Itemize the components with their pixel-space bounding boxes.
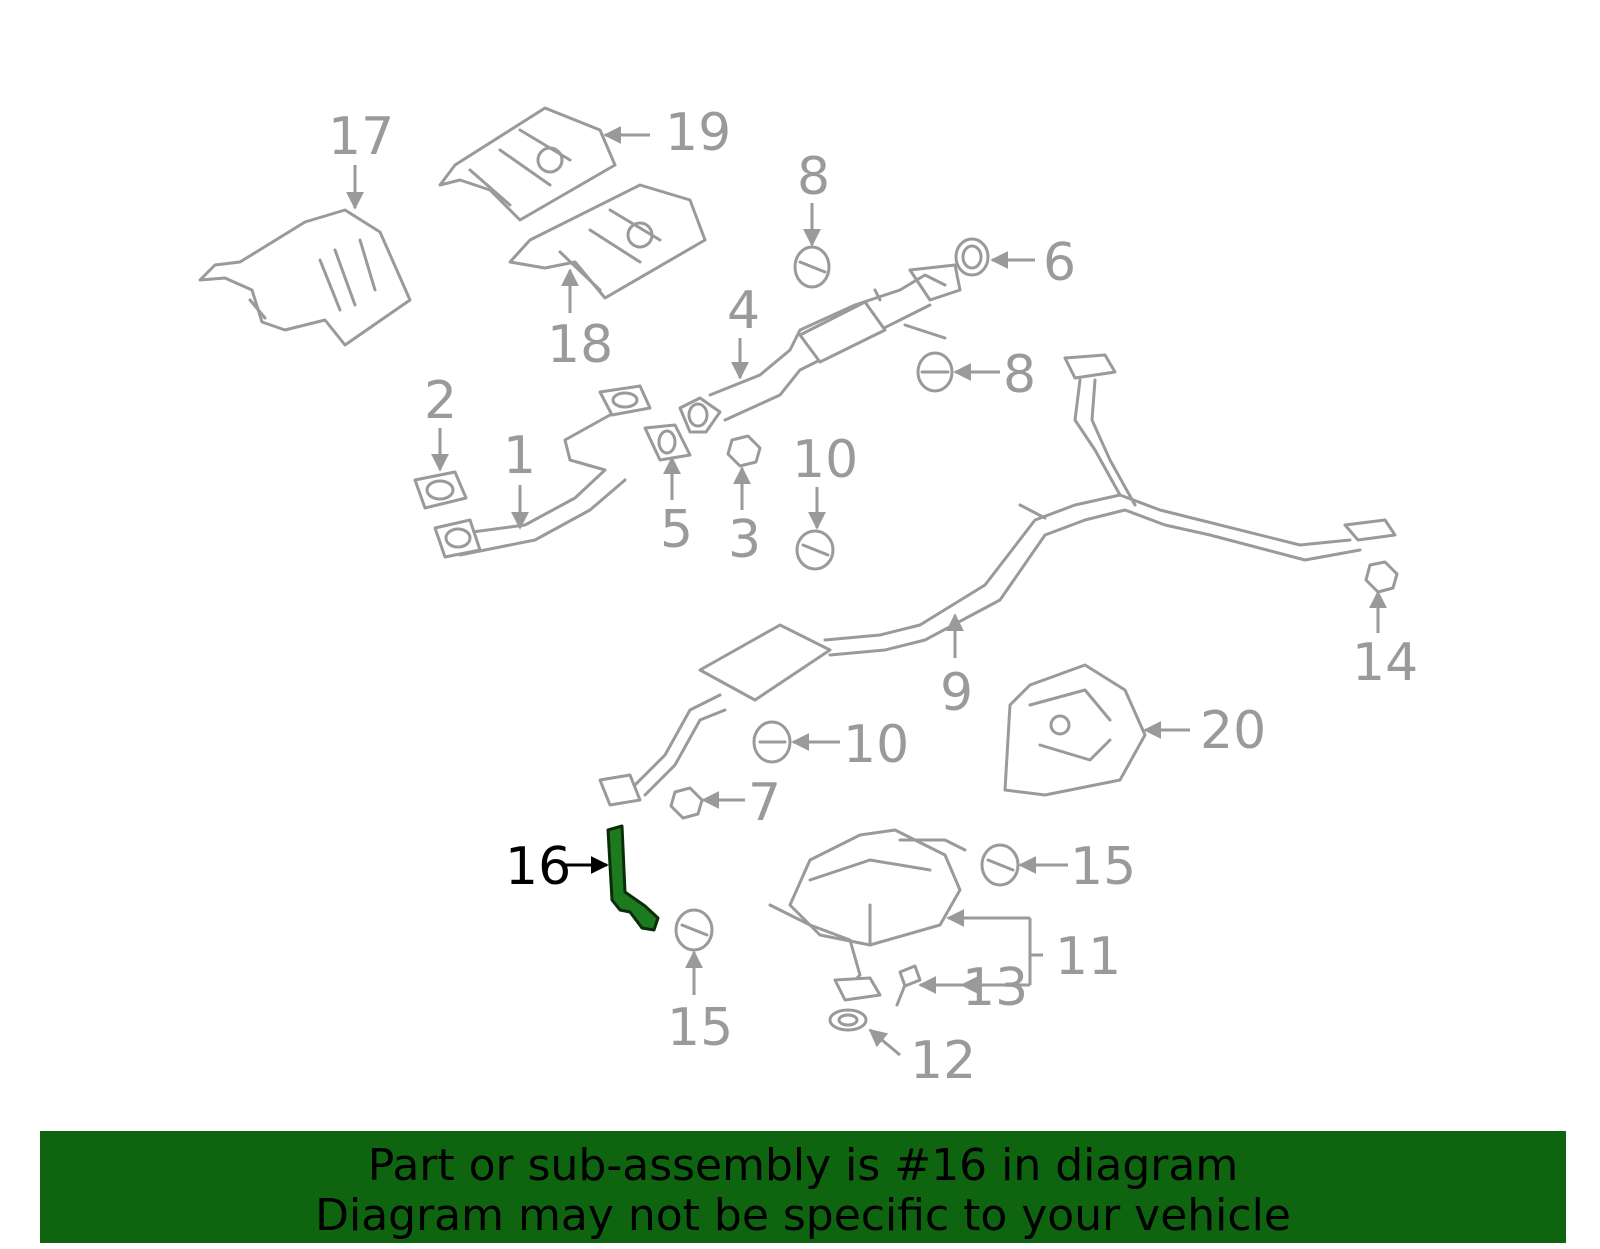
label-13: 13	[962, 958, 1028, 1018]
label-8a: 8	[797, 147, 830, 207]
label-16: 16	[505, 837, 571, 897]
hanger-10a[interactable]	[795, 529, 835, 571]
label-5: 5	[660, 500, 693, 560]
label-20: 20	[1200, 701, 1266, 761]
label-18: 18	[547, 315, 613, 375]
gasket-5[interactable]	[643, 423, 692, 462]
hanger-8a[interactable]	[793, 245, 831, 289]
label-11: 11	[1055, 927, 1121, 987]
nut-14[interactable]	[1364, 560, 1399, 594]
label-10b: 10	[843, 715, 909, 775]
hanger-10b[interactable]	[752, 720, 792, 764]
label-2: 2	[424, 371, 457, 431]
heat-shield-17[interactable]	[198, 208, 412, 347]
label-19: 19	[665, 103, 731, 163]
label-14: 14	[1352, 633, 1418, 693]
converter-pipe-4[interactable]	[678, 263, 962, 434]
label-7: 7	[748, 773, 781, 833]
label-6: 6	[1043, 233, 1076, 293]
muffler-11[interactable]	[768, 828, 967, 1002]
front-pipe-1[interactable]	[433, 384, 652, 559]
hanger-15b[interactable]	[674, 908, 714, 952]
label-8b: 8	[1003, 345, 1036, 405]
label-17: 17	[328, 107, 394, 167]
leader-lines	[346, 126, 1387, 1057]
nut-3[interactable]	[726, 434, 762, 468]
label-3: 3	[728, 510, 761, 570]
nut-7[interactable]	[669, 786, 704, 820]
hanger-8b[interactable]	[916, 351, 954, 393]
banner-line-2: Diagram may not be specific to your vehi…	[315, 1190, 1291, 1241]
gasket-12[interactable]	[828, 1008, 868, 1032]
bracket-16[interactable]	[606, 824, 660, 932]
center-pipe-9[interactable]	[598, 353, 1397, 807]
heat-shield-18[interactable]	[508, 183, 707, 300]
bolt-13[interactable]	[895, 964, 922, 1007]
label-15a: 15	[1070, 837, 1136, 897]
label-15b: 15	[667, 998, 733, 1058]
hanger-15a[interactable]	[980, 843, 1020, 887]
heat-shield-19[interactable]	[438, 106, 617, 222]
label-12: 12	[910, 1031, 976, 1091]
ring-6[interactable]	[954, 237, 990, 277]
label-1: 1	[503, 426, 536, 486]
heat-shield-20[interactable]	[1003, 663, 1147, 797]
label-10a: 10	[792, 430, 858, 490]
callout-labels: 17 19 18 8 6 4 8 2 1 5 3 10 9 14 20 10 7…	[328, 103, 1418, 1091]
info-banner: Part or sub-assembly is #16 in diagram D…	[40, 1131, 1566, 1243]
banner-line-1: Part or sub-assembly is #16 in diagram	[367, 1140, 1239, 1191]
gasket-2[interactable]	[413, 470, 468, 510]
label-4: 4	[727, 281, 760, 341]
label-9: 9	[940, 663, 973, 723]
